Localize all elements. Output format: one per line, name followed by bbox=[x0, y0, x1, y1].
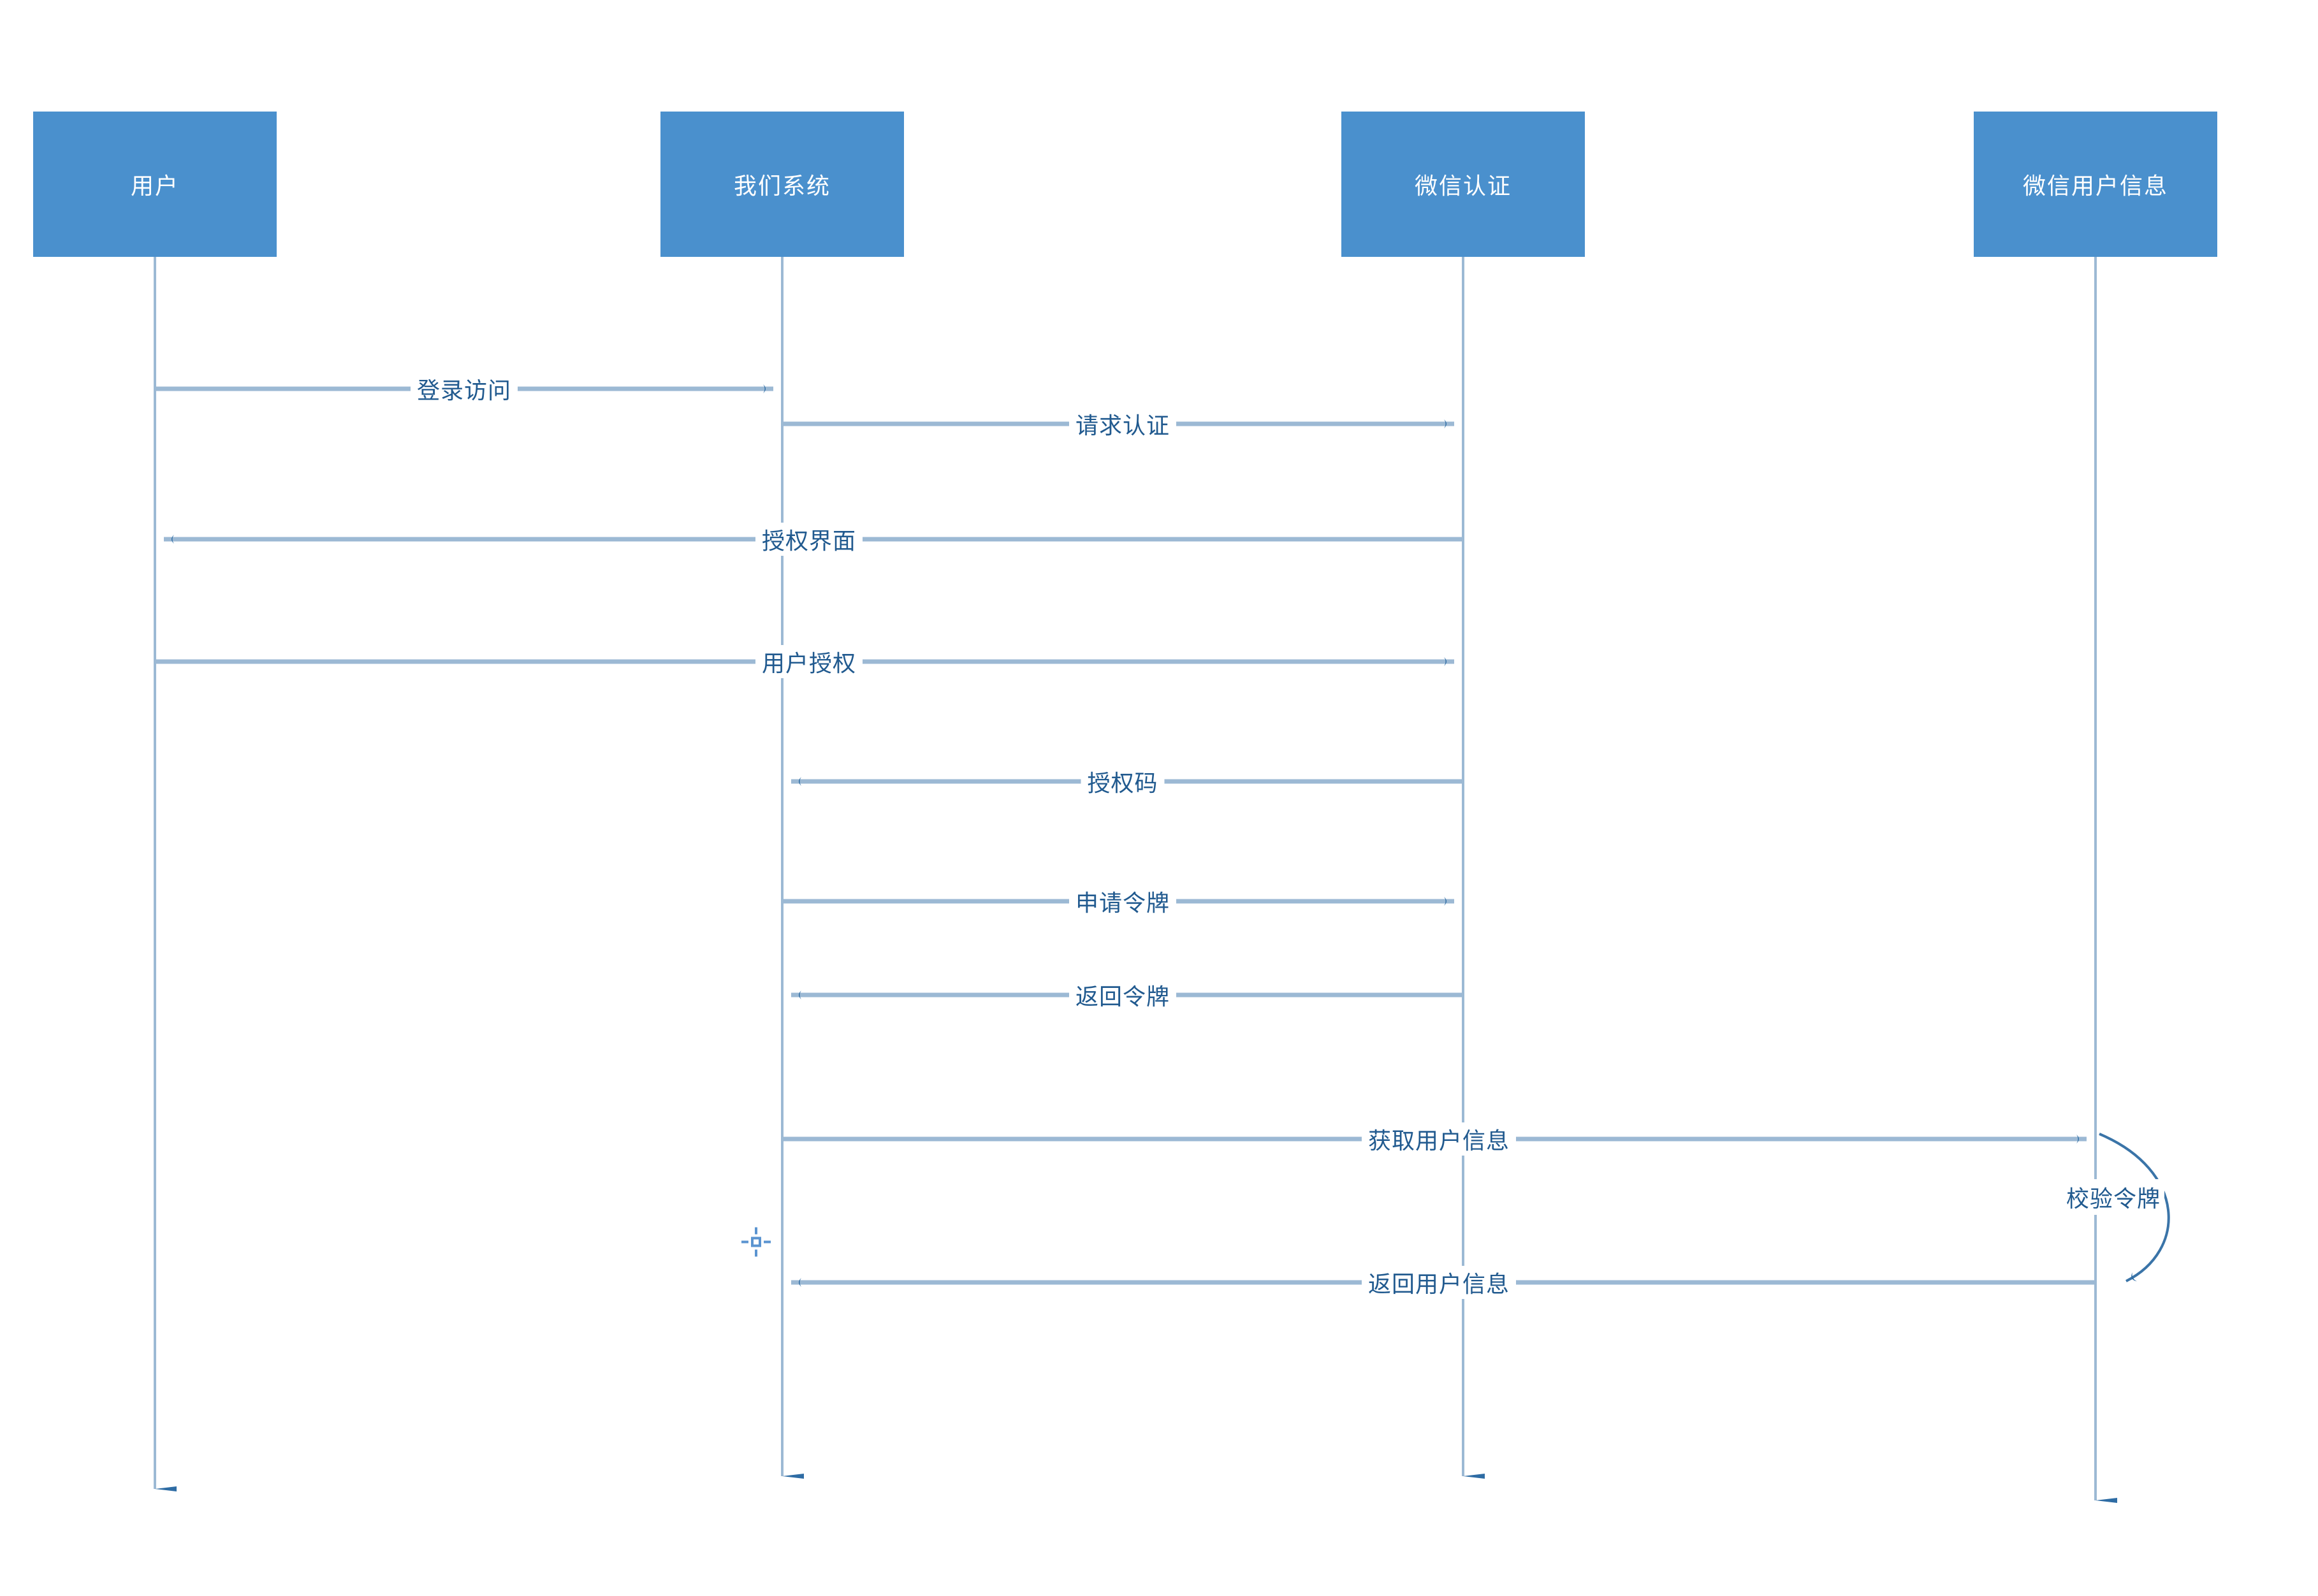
actor-label-user: 用户 bbox=[130, 173, 179, 199]
message-label-8: 返回用户信息 bbox=[1361, 1266, 1517, 1299]
actor-label-wechat-userinfo: 微信用户信息 bbox=[2022, 173, 2168, 199]
actor-box-wechat-userinfo[interactable]: 微信用户信息 bbox=[1974, 112, 2217, 257]
actor-box-user[interactable]: 用户 bbox=[33, 112, 277, 257]
actor-box-wechat-auth[interactable]: 微信认证 bbox=[1341, 112, 1585, 257]
message-label-5: 申请令牌 bbox=[1068, 885, 1177, 918]
actor-label-wechat-auth: 微信认证 bbox=[1414, 173, 1512, 199]
self-loop-arc-wechat-userinfo[interactable] bbox=[2099, 1133, 2170, 1282]
message-label-7: 获取用户信息 bbox=[1361, 1122, 1517, 1156]
actor-box-our-system[interactable]: 我们系统 bbox=[660, 112, 904, 257]
message-label-4: 授权码 bbox=[1081, 765, 1165, 798]
lifelines-group bbox=[154, 257, 2117, 1503]
message-lines-group bbox=[155, 384, 2096, 1287]
message-label-2: 授权界面 bbox=[755, 523, 863, 556]
actor-label-our-system: 我们系统 bbox=[733, 173, 831, 199]
self-loop-arcs-group bbox=[2099, 1133, 2170, 1282]
crosshair-cursor bbox=[739, 1225, 773, 1263]
message-label-0: 登录访问 bbox=[410, 372, 518, 405]
message-label-3: 用户授权 bbox=[755, 645, 863, 678]
message-label-1: 请求认证 bbox=[1068, 407, 1177, 440]
crosshair-icon bbox=[741, 1227, 771, 1257]
message-label-6: 返回令牌 bbox=[1068, 978, 1177, 1012]
self-loop-label-wechat-userinfo: 校验令牌 bbox=[2062, 1179, 2165, 1215]
